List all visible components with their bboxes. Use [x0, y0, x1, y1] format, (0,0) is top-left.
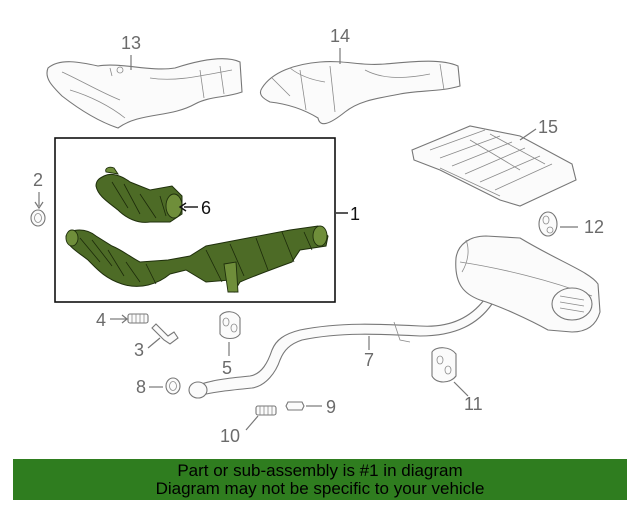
callout-2: 2 — [33, 170, 43, 190]
exhaust-parts-diagram: 13 14 15 2 6 1 — [30, 26, 604, 446]
callout-14: 14 — [330, 26, 350, 46]
callout-6: 6 — [201, 198, 211, 218]
callout-15: 15 — [538, 117, 558, 137]
leader-15 — [519, 128, 537, 141]
part-14-heat-shield[interactable] — [259, 60, 461, 125]
arrow-2 — [34, 201, 44, 210]
footer-banner: Part or sub-assembly is #1 in diagram Di… — [13, 459, 627, 500]
arrow-6 — [178, 202, 187, 212]
leader-3 — [147, 337, 161, 349]
part-8-gasket[interactable] — [165, 377, 181, 395]
part-5-hanger-insulator[interactable] — [219, 311, 241, 340]
part-9-bolt[interactable] — [285, 401, 305, 411]
footer-line-2: Diagram may not be specific to your vehi… — [155, 479, 485, 498]
part-13-heat-shield[interactable] — [46, 58, 243, 129]
part-10-stud[interactable] — [255, 405, 277, 416]
part-6-manifold-converter[interactable] — [95, 166, 183, 223]
callout-5: 5 — [222, 358, 232, 378]
callout-7: 7 — [364, 350, 374, 370]
part-1-front-pipe-assembly[interactable] — [65, 225, 329, 293]
callout-3: 3 — [134, 340, 144, 360]
footer-line-1: Part or sub-assembly is #1 in diagram — [177, 461, 463, 480]
callout-1: 1 — [350, 204, 360, 224]
callout-10: 10 — [220, 426, 240, 446]
muffler[interactable] — [455, 235, 601, 333]
leader-10 — [245, 415, 259, 431]
part-3-bolt[interactable] — [151, 323, 179, 345]
part-1-group-box — [54, 137, 336, 303]
part-4-stud[interactable] — [127, 313, 149, 324]
part-11-hanger-insulator[interactable] — [431, 347, 457, 383]
part-15-heat-shield[interactable] — [411, 125, 577, 207]
callout-12: 12 — [584, 217, 604, 237]
leader-11 — [453, 381, 469, 397]
part-12-insulator[interactable] — [538, 211, 558, 237]
callout-8: 8 — [136, 377, 146, 397]
callout-13: 13 — [121, 33, 141, 53]
callout-11: 11 — [464, 394, 483, 414]
callout-4: 4 — [96, 310, 106, 330]
callout-9: 9 — [326, 397, 336, 417]
arrow-4 — [121, 314, 128, 324]
part-2-gasket[interactable] — [30, 209, 46, 227]
